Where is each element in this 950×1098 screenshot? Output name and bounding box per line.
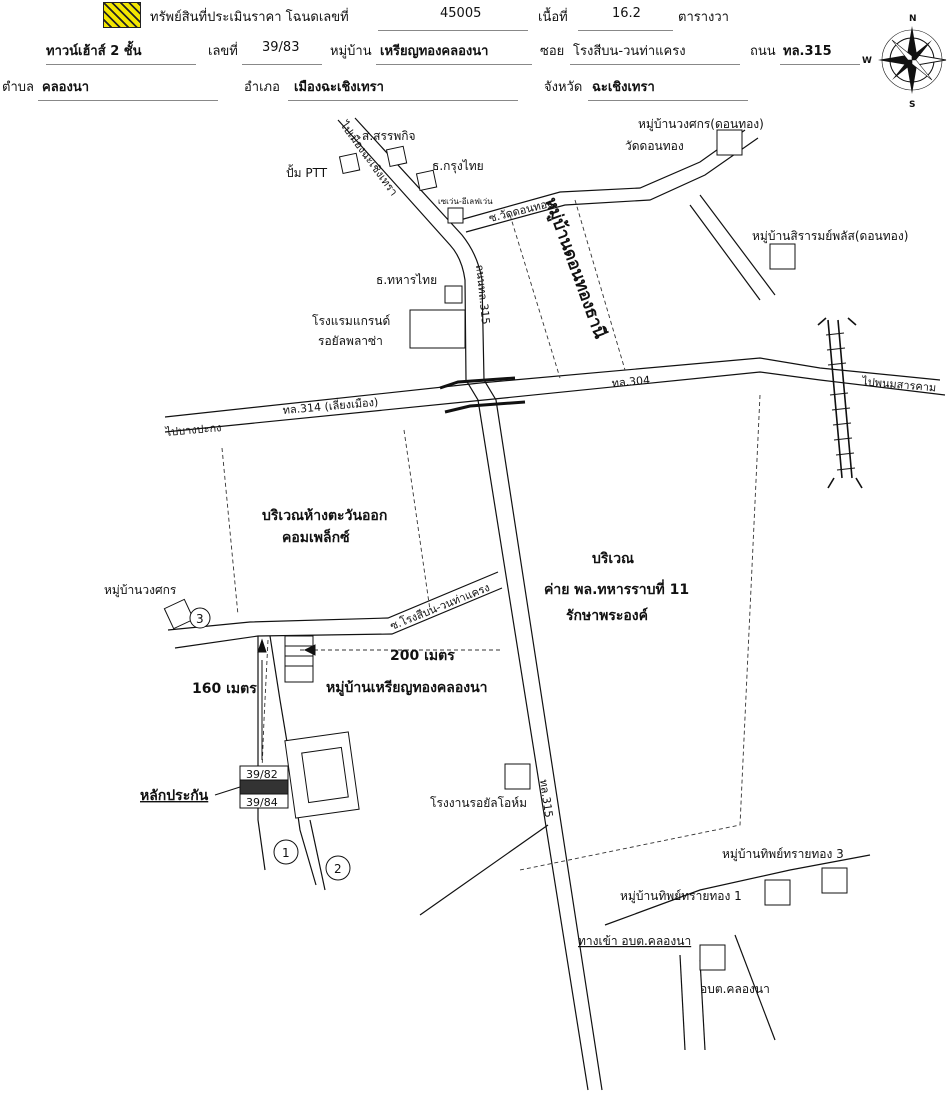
deed-number: 45005 bbox=[440, 6, 482, 21]
road-315-west-edge bbox=[337, 119, 589, 1091]
amphoe-value: เมืองฉะเชิงเทรา bbox=[294, 80, 384, 95]
label-road-315-lower: ทล.315 bbox=[537, 779, 555, 819]
label-pump: ปั้ม PTT bbox=[286, 164, 328, 180]
road-304-north-edge bbox=[164, 357, 941, 418]
compass-w: W bbox=[862, 56, 872, 66]
label-hotel-2: รอยัลพลาซ่า bbox=[318, 334, 383, 348]
label-mall-1: บริเวณห้างตะวันออก bbox=[262, 508, 387, 524]
label-hotel-1: โรงแรมแกรนด์ bbox=[312, 314, 390, 328]
village-label: หมู่บ้าน bbox=[330, 44, 372, 59]
railway bbox=[817, 317, 863, 489]
label-wat-donthong: วัดดอนทอง bbox=[625, 139, 684, 153]
amphoe-label: อำเภอ bbox=[244, 80, 280, 95]
road-label: ถนน bbox=[750, 44, 776, 59]
label-plot-84: 39/84 bbox=[246, 796, 278, 809]
label-village-sirarom: หมู่บ้านสิรารมย์พลัส(ดอนทอง) bbox=[752, 229, 908, 244]
compass-rose-icon bbox=[878, 26, 947, 94]
label-camp-3: รักษาพระองค์ bbox=[566, 607, 648, 624]
road-315-east-edge bbox=[354, 117, 603, 1091]
marker-3: 3 bbox=[196, 612, 204, 626]
label-sor-sappakij: ส.สรรพกิจ bbox=[362, 129, 416, 143]
label-village-donthong-big: หมู่บ้านดอนทองธานี bbox=[539, 195, 611, 342]
tambon-label: ตำบล bbox=[2, 80, 34, 95]
road-value: ทล.315 bbox=[783, 44, 832, 59]
label-factory: โรงงานรอยัลโอห์ม bbox=[430, 796, 527, 810]
label-camp-1: บริเวณ bbox=[592, 551, 634, 567]
label-camp-2: ค่าย พล.ทหารราบที่ 11 bbox=[544, 579, 689, 598]
label-plot-82: 39/82 bbox=[246, 768, 278, 781]
marker-1: 1 bbox=[282, 846, 290, 860]
label-dist-160: 160 เมตร bbox=[192, 681, 257, 697]
label-road-314: ทล.314 (เลี่ยงเมือง) bbox=[282, 394, 379, 417]
label-village-thiphsai-1: หมู่บ้านทิพย์ทรายทอง 1 bbox=[620, 889, 742, 904]
label-krungthai: ธ.กรุงไทย bbox=[432, 159, 484, 174]
soi-rongsi-north bbox=[167, 571, 499, 631]
area-unit: ตารางวา bbox=[678, 10, 729, 25]
village-value: เหรียญทองคลองนา bbox=[380, 44, 489, 59]
appraised-property-legend-swatch bbox=[103, 2, 141, 28]
house-no-label: เลขที่ bbox=[208, 44, 238, 59]
compass-n: N bbox=[909, 14, 917, 24]
row1-label: ทรัพย์สินที่ประเมินราคา โฉนดเลขที่ bbox=[150, 10, 349, 25]
label-village-wongsakorn-donthong: หมู่บ้านวงศกร(ดอนทอง) bbox=[638, 117, 764, 132]
label-village-thiphsai-3: หมู่บ้านทิพย์ทรายทอง 3 bbox=[722, 847, 844, 862]
label-soi-rongsi: ซ.โรงสีบน-วนท่าแครง bbox=[388, 580, 492, 633]
soi-value: โรงสีบน-วนท่าแครง bbox=[573, 44, 686, 59]
house-no-value: 39/83 bbox=[262, 40, 300, 55]
label-obt: อบต.คลองนา bbox=[700, 982, 770, 996]
road-304-south-edge bbox=[164, 371, 946, 433]
collateral-plot bbox=[239, 779, 289, 795]
label-entrance-obt: ทางเข้า อบต.คลองนา bbox=[578, 934, 691, 948]
province-value: ฉะเชิงเทรา bbox=[592, 80, 655, 95]
soi-rongsi-south bbox=[174, 587, 503, 649]
compass-s: S bbox=[909, 100, 915, 110]
area-label: เนื้อที่ bbox=[538, 10, 568, 25]
label-collateral: หลักประกัน bbox=[140, 788, 209, 804]
label-seven: เซเว่น-อีเลฟเว่น bbox=[438, 197, 493, 206]
tambon-value: คลองนา bbox=[42, 80, 90, 95]
label-road-304: ทล.304 bbox=[611, 374, 650, 390]
label-village-rianthong: หมู่บ้านเหรียญทองคลองนา bbox=[326, 680, 488, 696]
label-to-bangpakong: ไปบางปะกง bbox=[164, 421, 222, 439]
label-dist-200: 200 เมตร bbox=[390, 648, 455, 664]
marker-2: 2 bbox=[334, 862, 342, 876]
soi-label: ซอย bbox=[540, 44, 565, 59]
area-value: 16.2 bbox=[612, 6, 641, 21]
soi-wat-north bbox=[459, 129, 746, 221]
label-mall-2: คอมเพล็กซ์ bbox=[282, 528, 350, 546]
province-label: จังหวัด bbox=[544, 80, 583, 95]
soi-wat-south bbox=[465, 137, 759, 233]
label-thanachart: ธ.ทหารไทย bbox=[376, 273, 437, 287]
label-to-phanom: ไปพนมสารคาม bbox=[861, 375, 937, 394]
property-type: ทาวน์เฮ้าส์ 2 ชั้น bbox=[46, 44, 142, 59]
label-road-315-upper: ถนนทล.315 bbox=[473, 264, 492, 325]
label-village-wongsakorn: หมู่บ้านวงศกร bbox=[104, 583, 177, 598]
